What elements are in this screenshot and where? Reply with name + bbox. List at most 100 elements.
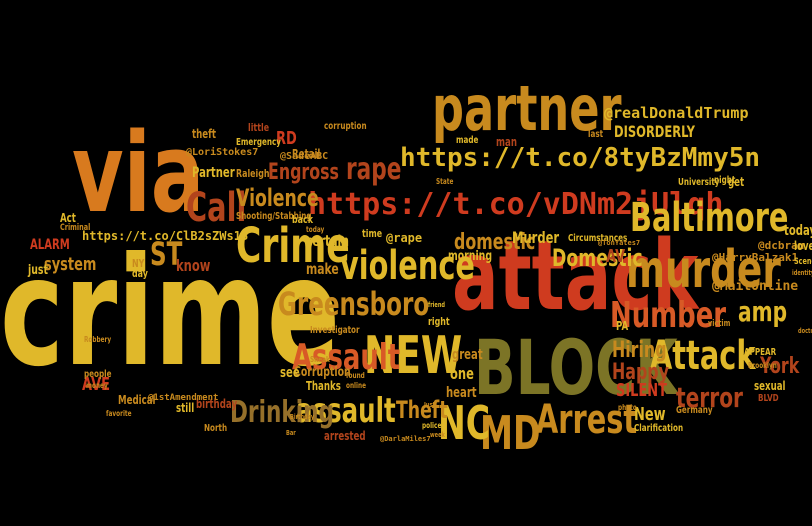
word-st: ST	[150, 235, 183, 273]
word-back: back	[292, 213, 313, 226]
word-photo: photo	[618, 403, 637, 412]
word-know: know	[176, 256, 211, 275]
word-birthday: birthday	[196, 397, 238, 411]
word-investigator: Investigator	[310, 325, 360, 336]
word-realdonaldtrump: @realDonaldTrump	[604, 104, 749, 122]
word-clarification: Clarification	[634, 423, 684, 434]
word-theft-lc: theft	[192, 127, 217, 141]
word-terror: terror	[676, 381, 743, 414]
word-harrybalzak: @HarryBalzak1	[712, 251, 799, 264]
word-sexual: sexual	[754, 379, 786, 393]
word-baltimore: Baltimore	[630, 195, 789, 241]
word-just: just	[28, 263, 48, 278]
word-av: AV	[606, 246, 626, 267]
word-stop: Bar	[286, 429, 296, 437]
word-brooklyn: Brooklyn	[748, 361, 777, 370]
word-love: love	[794, 239, 812, 253]
word-happy: Happy	[612, 360, 669, 385]
word-state: State	[436, 177, 454, 186]
word-blvd: BLVD	[758, 393, 779, 404]
word-assault-small: friend	[428, 301, 446, 309]
word-thanks: Thanks	[306, 379, 341, 393]
word-violence: violence	[340, 243, 475, 289]
word-made: made	[456, 135, 479, 146]
word-victim: victim	[708, 319, 731, 329]
word-morning: morning	[448, 249, 493, 264]
word-assault: assault	[296, 391, 396, 431]
word-identity: identity	[792, 269, 812, 277]
word-ny: NY	[132, 257, 145, 270]
word-birthday-cap: Just	[424, 401, 435, 409]
word-domestic: domestic	[454, 230, 536, 255]
word-system: system	[44, 254, 97, 275]
word-see: see	[280, 365, 300, 381]
word-attack: attack	[452, 220, 699, 332]
word-crime: crime	[0, 226, 341, 400]
word-drinking: Drinking	[230, 395, 334, 430]
word-robbery: Robbery	[84, 335, 112, 344]
word-free: police	[422, 421, 442, 430]
word-sneak: Sneak	[310, 355, 330, 364]
word-theft: Theft	[396, 396, 448, 424]
word-favorite: favorite	[106, 409, 132, 418]
word-tonyates: @TonYates7	[598, 239, 641, 247]
word-last: last	[588, 129, 604, 140]
word-right: right	[428, 315, 450, 328]
word-rape: rape	[346, 152, 402, 187]
word-night: night	[714, 175, 736, 186]
word-certain: certain	[306, 232, 349, 250]
word-day: day	[132, 267, 148, 280]
word-online: online	[346, 381, 367, 390]
word-shooting: Shooting/Stabbing	[236, 211, 312, 222]
word-mailonline: @MailOnline	[712, 279, 799, 294]
word-man: man	[496, 135, 517, 149]
word-time: time	[362, 227, 383, 240]
word-alarm: ALARM	[30, 237, 70, 253]
word-arrested: arrested	[324, 429, 366, 443]
word-circumstances: Circumstances	[568, 233, 628, 244]
word-appear: APPEAR	[744, 347, 777, 358]
word-york: York	[760, 354, 800, 379]
word-1stamendment: @1stAmendment	[148, 393, 219, 403]
word-crime-cap: Crime	[236, 218, 350, 274]
word-url-8ty: https://t.co/8tyBzMmy5n	[400, 143, 761, 173]
word-disorderly: DISORDERLY	[614, 122, 695, 141]
word-victims: Birthday	[290, 413, 315, 421]
word-corruption-lc: corruption	[324, 121, 367, 132]
word-police: week	[430, 431, 445, 439]
word-friend: today	[306, 225, 325, 234]
word-block: BLOCK	[474, 323, 678, 412]
word-call: Call	[186, 185, 247, 231]
word-sadeabc: @SadeABC	[280, 151, 329, 162]
word-greensboro: Greensboro	[278, 285, 430, 323]
word-great: great	[452, 347, 483, 363]
word-silent: SILENT	[616, 380, 667, 401]
word-new: NEW	[364, 326, 463, 386]
word-medical: Medical	[118, 393, 156, 407]
word-ave: AVE	[82, 374, 111, 395]
word-rd: RD	[276, 128, 297, 149]
word-murder: murder	[626, 240, 781, 300]
word-retail: Retail	[292, 147, 321, 161]
word-germany: Germany	[676, 405, 713, 416]
word-domestic-cap: Domestic	[552, 244, 643, 272]
word-corruption: Corruption	[294, 365, 351, 380]
word-murder-cap: Murder	[512, 228, 560, 247]
word-get: get	[728, 175, 745, 189]
word-amp: amp	[738, 295, 788, 328]
word-criminal: Criminal	[60, 223, 91, 233]
word-one: one	[450, 364, 474, 383]
word-md: MD	[480, 406, 541, 460]
word-heart: heart	[446, 385, 477, 401]
word-loristokes: @LoriStokes7	[186, 147, 259, 158]
word-partner: partner	[432, 72, 622, 145]
word-scene: Scene	[794, 257, 812, 267]
word-number: Number	[610, 295, 727, 336]
word-money: money	[86, 381, 108, 390]
word-little: little	[248, 121, 270, 134]
word-assault-cap: Assault	[292, 337, 401, 378]
word-violence-cap: Violence	[236, 184, 319, 212]
word-at-rape: @rape	[386, 231, 423, 245]
word-via: via	[72, 109, 205, 237]
